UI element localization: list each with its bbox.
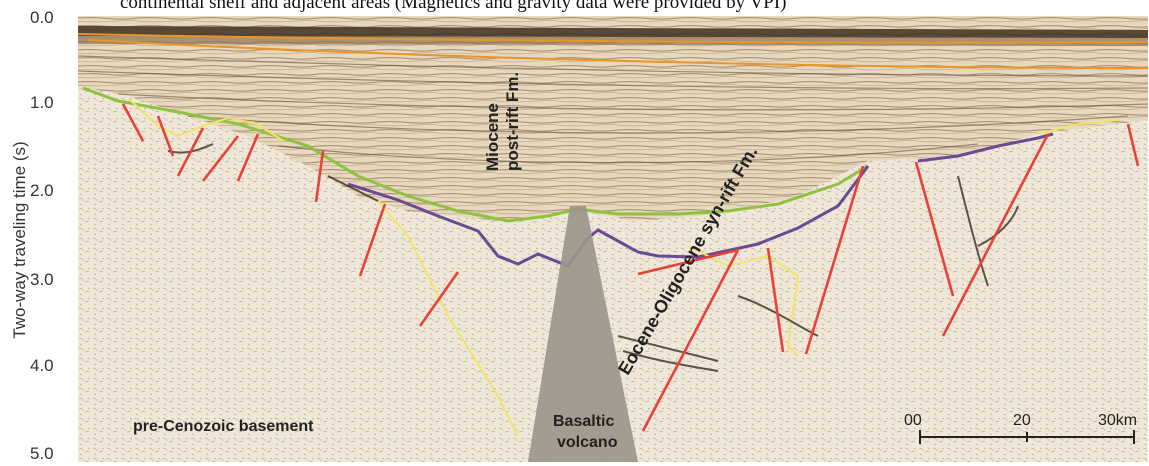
label-miocene: Miocene — [483, 103, 502, 171]
y-tick-2: 2.0 — [30, 181, 70, 201]
label-basaltic: Basaltic — [553, 413, 614, 430]
y-axis-label: Two-way traveling time (s) — [10, 130, 30, 350]
label-post-rift: post-rift Fm. — [503, 72, 522, 171]
label-basement: pre-Cenozoic basement — [133, 418, 314, 435]
y-tick-1: 1.0 — [30, 93, 70, 113]
label-volcano: volcano — [557, 434, 618, 451]
y-tick-4: 4.0 — [30, 356, 70, 376]
y-tick-3: 3.0 — [30, 270, 70, 290]
scale-label-20: 20 — [1013, 412, 1031, 429]
seismic-section: Miocene post-rift Fm. Eocene-Oligocene s… — [78, 16, 1148, 462]
scale-label-0: 00 — [904, 412, 922, 429]
y-tick-0: 0.0 — [30, 8, 70, 28]
figure-caption: continental shelf and adjacent areas (Ma… — [120, 0, 1120, 14]
y-tick-5: 5.0 — [30, 444, 70, 464]
scale-label-30km: 30km — [1098, 412, 1137, 429]
